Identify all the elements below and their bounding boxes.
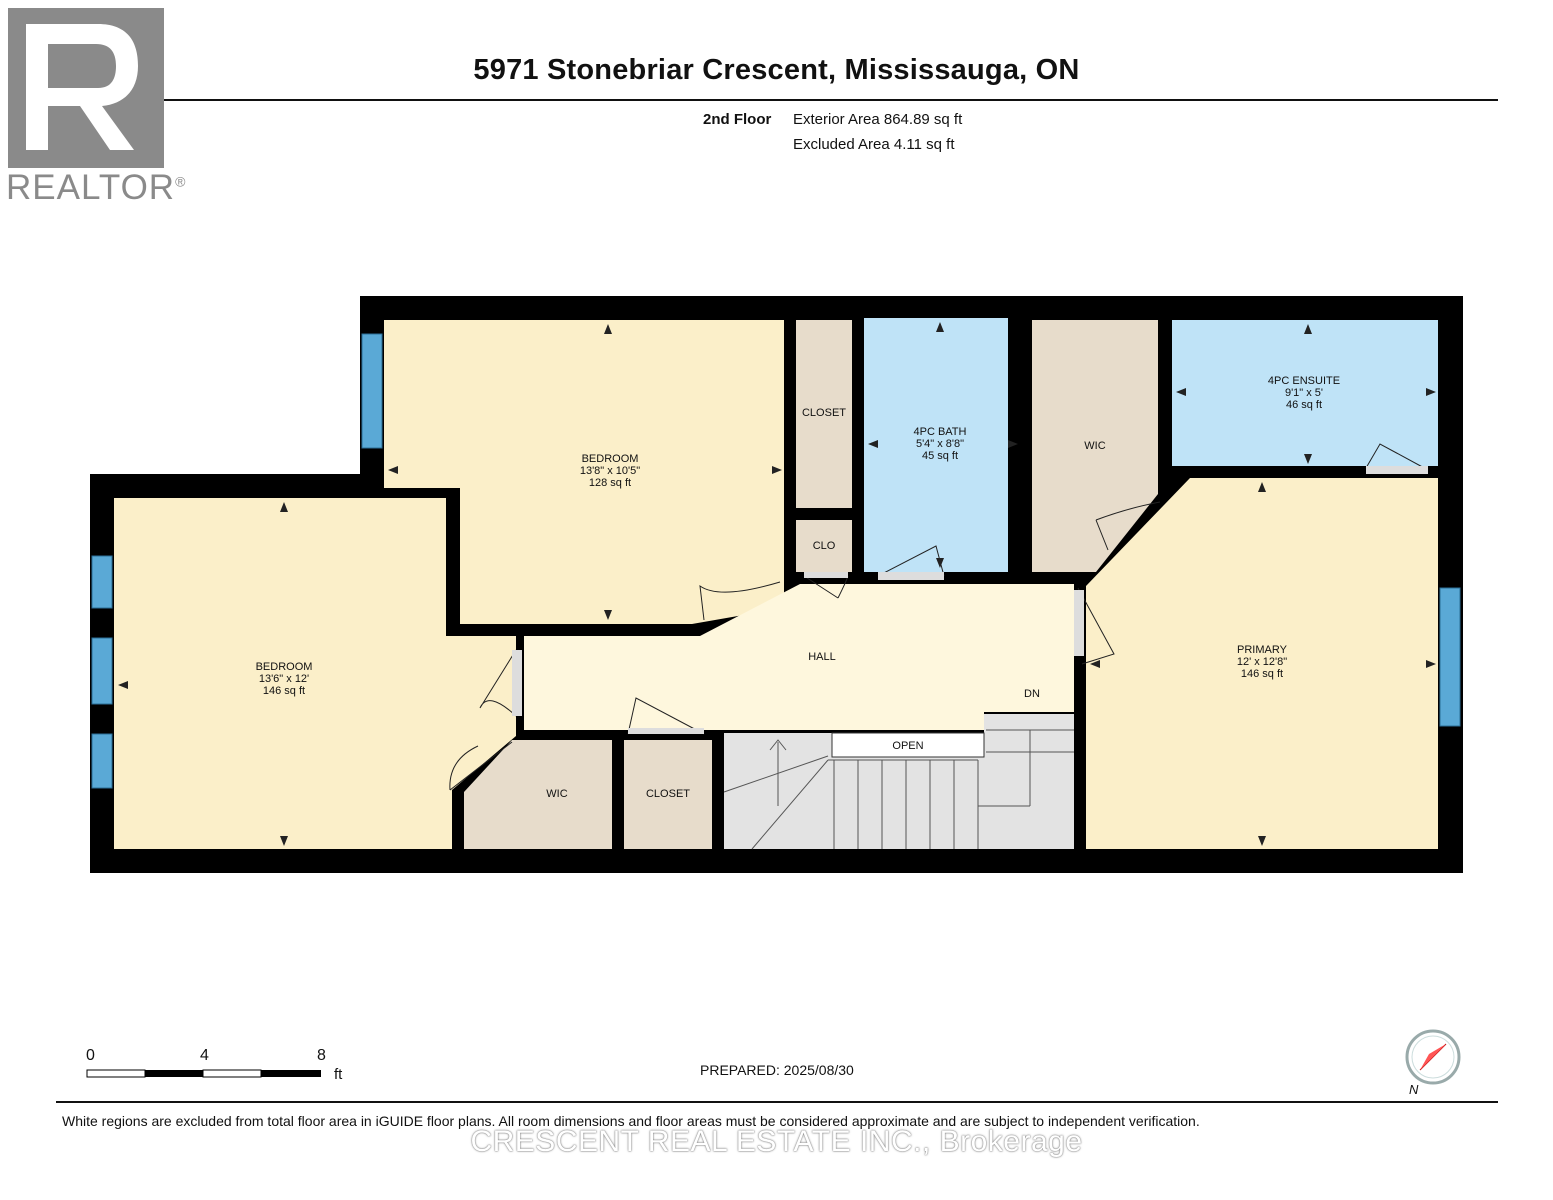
bath-name: 4PC BATH [914, 426, 967, 438]
stairs-dn-label: DN [1024, 688, 1040, 700]
stairs-open-box [831, 732, 985, 758]
bedroom-left-dims: 13'6" x 12' [259, 673, 309, 685]
bedroom-top-name: BEDROOM [582, 453, 639, 465]
bedroom-top-area: 128 sq ft [589, 477, 631, 489]
floor-label: 2nd Floor [703, 111, 772, 128]
excluded-area-text: Excluded Area 4.11 sq ft [793, 136, 955, 153]
room-closet-top [796, 320, 852, 508]
wic-bottom-label: WIC [546, 788, 567, 800]
realtor-logo [8, 8, 164, 168]
realtor-word: REALTOR [6, 168, 176, 207]
dimension-arrows [118, 322, 1436, 846]
ensuite-dims: 9'1" x 5' [1285, 387, 1323, 399]
room-hall [524, 584, 1074, 730]
hall-label: HALL [808, 651, 836, 663]
compass-icon: N [1405, 1029, 1461, 1097]
room-primary [1086, 478, 1438, 849]
brokerage-watermark: CRESCENT REAL ESTATE INC., Brokerage [470, 1125, 1083, 1158]
prepared-date: PREPARED: 2025/08/30 [700, 1062, 854, 1078]
clo-label: CLO [813, 540, 836, 552]
room-bedroom-left [114, 498, 516, 849]
room-4pc-bath [864, 318, 1008, 572]
stairs-area [724, 714, 1074, 849]
scale-unit: ft [334, 1066, 343, 1083]
primary-name: PRIMARY [1237, 644, 1288, 656]
room-closet-bottom [624, 740, 712, 849]
realtor-logo-text: REALTOR® [6, 168, 186, 208]
stairs-open-label: OPEN [892, 740, 923, 752]
closet-bottom-label: CLOSET [646, 788, 690, 800]
room-wic-top [1032, 320, 1158, 572]
closet-top-label: CLOSET [802, 407, 846, 419]
room-wic-bottom [464, 740, 612, 849]
scale-tick-0: 0 [86, 1047, 95, 1064]
primary-dims: 12' x 12'8" [1237, 656, 1287, 668]
ensuite-area: 46 sq ft [1286, 399, 1322, 411]
scale-tick-8: 8 [317, 1047, 326, 1064]
room-4pc-ensuite [1172, 320, 1438, 466]
bath-area: 45 sq ft [922, 450, 958, 462]
bedroom-left-name: BEDROOM [256, 661, 313, 673]
windows [91, 333, 1461, 789]
compass-north-label: N [1409, 1082, 1419, 1097]
primary-area: 146 sq ft [1241, 668, 1283, 680]
stair-treads [723, 729, 1074, 850]
doors [449, 443, 1429, 791]
wic-top-label: WIC [1084, 440, 1105, 452]
room-clo [796, 520, 852, 572]
room-bedroom-top [384, 320, 784, 624]
bedroom-left-area: 146 sq ft [263, 685, 305, 697]
footer-divider [56, 1101, 1498, 1103]
scale-bar [86, 1069, 321, 1078]
scale-tick-4: 4 [200, 1047, 209, 1064]
bedroom-top-dims: 13'8" x 10'5" [580, 465, 640, 477]
header-divider [56, 99, 1498, 101]
ensuite-name: 4PC ENSUITE [1268, 375, 1340, 387]
registered-mark: ® [175, 173, 187, 190]
page-title: 5971 Stonebriar Crescent, Mississauga, O… [473, 54, 1080, 86]
door-openings [512, 466, 1428, 734]
exterior-area-text: Exterior Area 864.89 sq ft [793, 111, 963, 128]
disclaimer-text: White regions are excluded from total fl… [62, 1113, 1200, 1129]
bath-dims: 5'4" x 8'8" [916, 438, 964, 450]
